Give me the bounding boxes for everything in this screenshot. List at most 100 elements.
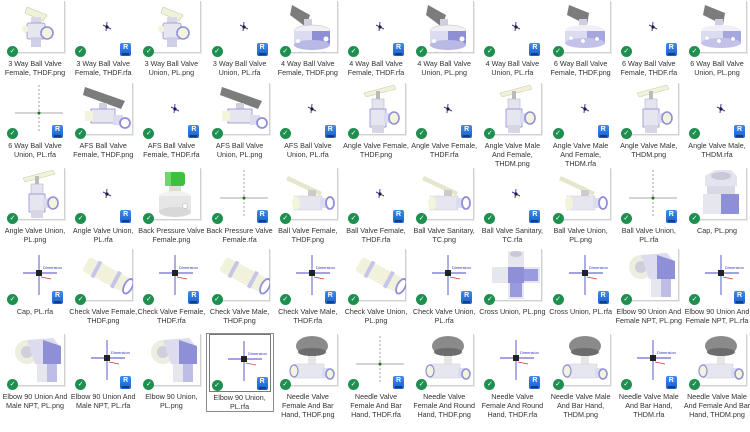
- file-item[interactable]: ✓Ball Valve Union, PL.png: [547, 167, 615, 244]
- file-item[interactable]: ✓Needle Valve Female And Round Hand, THD…: [410, 333, 478, 419]
- file-thumbnail[interactable]: ✓R: [687, 83, 747, 139]
- file-item[interactable]: ✓Back Pressure Valve Female.png: [137, 167, 205, 244]
- file-thumbnail[interactable]: ✓: [278, 168, 338, 224]
- file-thumbnail[interactable]: Dimension✓R: [5, 249, 65, 305]
- file-item[interactable]: ✓Elbow 90 Union And Female NPT, PL.png: [615, 248, 683, 325]
- file-thumbnail[interactable]: Dimension✓R: [278, 249, 338, 305]
- file-item[interactable]: ✓Check Valve Male, THDF.png: [206, 248, 274, 325]
- file-item[interactable]: ✓Cross Union, PL.png: [478, 248, 546, 316]
- file-thumbnail[interactable]: ✓: [346, 249, 406, 305]
- file-thumbnail[interactable]: ✓: [482, 249, 543, 305]
- file-thumbnail[interactable]: ✓: [482, 83, 543, 139]
- file-thumbnail[interactable]: ✓R: [210, 1, 270, 57]
- file-thumbnail[interactable]: ✓R: [346, 168, 406, 224]
- file-thumbnail[interactable]: ✓R: [619, 1, 679, 57]
- file-thumbnail[interactable]: ✓R: [482, 1, 542, 57]
- file-thumbnail[interactable]: ✓R: [210, 168, 270, 224]
- file-item[interactable]: ✓Angle Valve Male, THDM.png: [615, 82, 683, 159]
- file-thumbnail[interactable]: ✓R: [346, 334, 406, 390]
- file-thumbnail[interactable]: ✓R: [346, 1, 406, 57]
- file-thumbnail[interactable]: ✓R: [73, 1, 133, 57]
- file-thumbnail[interactable]: ✓: [73, 83, 134, 139]
- file-item[interactable]: ✓Angle Valve Male And Female, THDM.png: [478, 82, 546, 168]
- file-thumbnail[interactable]: ✓: [551, 1, 611, 57]
- file-thumbnail[interactable]: ✓: [414, 1, 475, 57]
- file-thumbnail[interactable]: ✓: [278, 1, 338, 57]
- file-thumbnail[interactable]: Dimension✓R: [414, 249, 474, 305]
- file-item[interactable]: ✓Ball Valve Female, THDF.png: [274, 167, 342, 244]
- file-thumbnail[interactable]: ✓: [346, 83, 406, 139]
- file-thumbnail[interactable]: ✓: [687, 168, 747, 224]
- file-thumbnail[interactable]: ✓R: [278, 83, 338, 139]
- file-item[interactable]: ✓Elbow 90 Union, PL.png: [137, 333, 205, 410]
- file-thumbnail[interactable]: Dimension✓R: [208, 334, 271, 392]
- file-item[interactable]: ✓Needle Valve Female And Bar Hand, THDF.…: [274, 333, 342, 419]
- file-item[interactable]: ✓6 Way Ball Valve Female, THDF.png: [547, 0, 615, 77]
- file-thumbnail[interactable]: ✓: [5, 334, 65, 390]
- file-thumbnail[interactable]: ✓: [73, 249, 134, 305]
- file-item[interactable]: ✓Ball Valve Sanitary, TC.png: [410, 167, 478, 244]
- file-thumbnail[interactable]: Dimension✓R: [551, 249, 611, 305]
- file-thumbnail[interactable]: ✓R: [141, 83, 201, 139]
- file-thumbnail[interactable]: ✓: [210, 249, 270, 305]
- file-thumbnail[interactable]: ✓: [551, 168, 611, 224]
- file-thumbnail[interactable]: ✓R: [482, 168, 542, 224]
- file-thumbnail[interactable]: Dimension✓R: [619, 334, 679, 390]
- file-item[interactable]: ✓3 Way Ball Valve Female, THDF.png: [1, 0, 69, 77]
- file-thumbnail[interactable]: Dimension✓R: [687, 249, 747, 305]
- file-item[interactable]: ✓AFS Ball Valve Union, PL.png: [206, 82, 274, 159]
- file-item[interactable]: ✓3 Way Ball Valve Union, PL.png: [137, 0, 205, 77]
- file-item[interactable]: ✓4 Way Ball Valve Female, THDF.png: [274, 0, 342, 77]
- file-item[interactable]: ✓Check Valve Female, THDF.png: [69, 248, 137, 325]
- file-thumbnail[interactable]: ✓: [141, 168, 202, 224]
- file-thumbnail[interactable]: ✓: [619, 249, 679, 305]
- file-thumbnail[interactable]: ✓: [141, 334, 202, 390]
- file-thumbnail[interactable]: ✓: [687, 1, 747, 57]
- file-thumbnail[interactable]: ✓: [278, 334, 338, 390]
- file-thumbnail[interactable]: Dimension✓R: [73, 334, 133, 390]
- file-thumbnail[interactable]: ✓: [414, 334, 475, 390]
- file-item[interactable]: ✓Cap, PL.png: [683, 167, 750, 235]
- file-item[interactable]: ✓4 Way Ball Valve Union, PL.png: [410, 0, 478, 77]
- file-thumbnail[interactable]: ✓: [210, 83, 270, 139]
- file-thumbnail[interactable]: ✓: [5, 168, 65, 224]
- file-thumbnail[interactable]: ✓: [551, 334, 611, 390]
- file-item[interactable]: ✓Angle Valve Union, PL.png: [1, 167, 69, 244]
- file-thumbnail[interactable]: ✓R: [5, 83, 65, 139]
- file-item[interactable]: ✓Check Valve Union, PL.png: [342, 248, 410, 325]
- file-thumbnail[interactable]: ✓: [619, 83, 679, 139]
- file-item[interactable]: ✓Elbow 90 Union And Male NPT, PL.png: [1, 333, 69, 410]
- file-thumbnail[interactable]: ✓: [5, 1, 65, 57]
- file-item[interactable]: ✓6 Way Ball Valve Union, PL.png: [683, 0, 750, 77]
- file-thumbnail[interactable]: Dimension✓R: [482, 334, 542, 390]
- file-item[interactable]: ✓AFS Ball Valve Female, THDF.png: [69, 82, 137, 159]
- file-thumbnail[interactable]: ✓R: [414, 83, 474, 139]
- file-thumbnail[interactable]: ✓R: [73, 168, 133, 224]
- file-thumbnail[interactable]: ✓R: [619, 168, 679, 224]
- file-item[interactable]: ✓Needle Valve Male And Female And Bar Ha…: [683, 333, 750, 419]
